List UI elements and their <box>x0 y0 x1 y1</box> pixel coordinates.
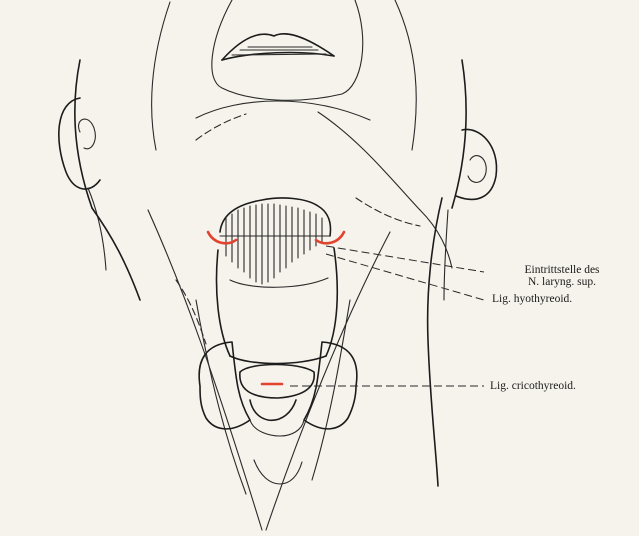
nerve-entry-line2: N. laryng. sup. <box>488 276 636 288</box>
face-outline <box>152 0 452 268</box>
accent-marks <box>208 232 344 384</box>
lig-cricothyreoid-label: Lig. cricothyreoid. <box>490 380 576 392</box>
nerve-entry-label: Eintrittstelle des N. laryng. sup. <box>488 264 636 288</box>
left-ear <box>59 60 106 270</box>
mouth <box>222 34 334 60</box>
lig-hyothyreoid-label: Lig. hyothyreoid. <box>492 293 572 305</box>
nerve-entry-line1: Eintrittstelle des <box>488 264 636 276</box>
